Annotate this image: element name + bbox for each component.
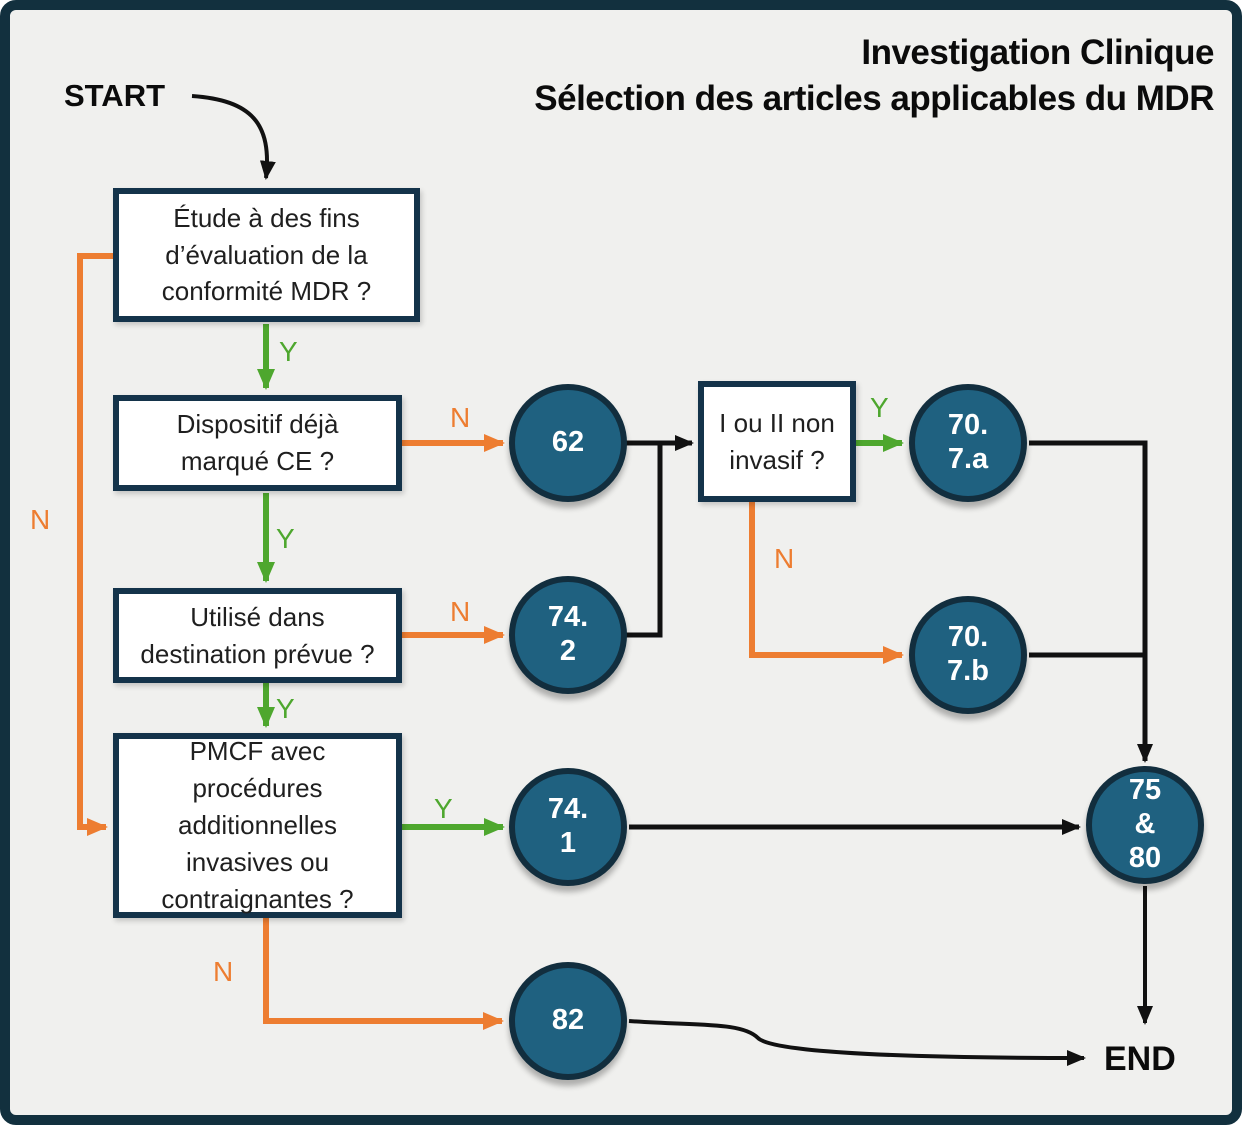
article-node-label: 2 — [559, 635, 577, 667]
decision-box-destination-prevue: Utilisé dans destination prévue ? — [113, 588, 402, 683]
edge-label-no-q5: N — [774, 543, 795, 574]
article-node-74-1: 74. 1 — [509, 768, 627, 886]
edge-label-yes-q5: Y — [870, 392, 889, 423]
decision-box-marque-ce: Dispositif déjà marqué CE ? — [113, 395, 402, 491]
decision-box-label: Utilisé dans destination prévue ? — [140, 601, 375, 669]
decision-box-label: Dispositif déjà marqué CE ? — [176, 409, 339, 476]
article-node-label: 75 — [1128, 774, 1162, 807]
article-node-label: 1 — [559, 827, 577, 859]
article-node-label: 80 — [1128, 841, 1162, 874]
decision-box-label: Étude à des fins d’évaluation de la conf… — [161, 202, 372, 307]
decision-box-label: PMCF avec procédures additionnelles inva… — [161, 736, 354, 914]
edge-742-join — [625, 443, 663, 638]
article-node-label: 74. — [547, 601, 589, 634]
article-node-label: 74. — [547, 793, 589, 826]
edge-label-yes-q4: Y — [434, 793, 453, 824]
article-node-75-80: 75 & 80 — [1086, 766, 1204, 884]
decision-box-etude-conformite: Étude à des fins d’évaluation de la conf… — [113, 188, 420, 322]
edge-label-no-q1: N — [30, 504, 51, 535]
edge-label-yes-q1: Y — [279, 336, 298, 367]
article-node-label: 7.b — [947, 655, 989, 687]
article-node-62: 62 — [509, 384, 627, 502]
article-node-label: 70. — [947, 621, 989, 654]
article-node-70-7b: 70. 7.b — [909, 596, 1027, 714]
article-node-label: 62 — [551, 426, 585, 459]
article-node-74-2: 74. 2 — [509, 576, 627, 694]
start-label: START — [64, 78, 166, 113]
article-node-label: 82 — [551, 1004, 585, 1037]
edge-label-no-q2: N — [450, 402, 471, 433]
decision-box-non-invasif: I ou II non invasif ? — [698, 381, 856, 502]
end-label: END — [1104, 1040, 1176, 1078]
diagram-title: Investigation Clinique Sélection des art… — [534, 30, 1214, 122]
edge-label-yes-q2: Y — [276, 523, 295, 554]
article-node-label: 70. — [947, 409, 989, 442]
diagram-title-line2: Sélection des articles applicables du MD… — [534, 79, 1214, 118]
connector-layer — [77, 94, 1153, 1066]
edge-82-to-end — [628, 1019, 1086, 1066]
edge-q4-to-82 — [263, 911, 504, 1030]
article-node-70-7a: 70. 7.a — [909, 384, 1027, 502]
edge-label-no-q3: N — [450, 596, 471, 627]
diagram-title-line1: Investigation Clinique — [861, 33, 1214, 72]
decision-box-pmcf: PMCF avec procédures additionnelles inva… — [113, 733, 402, 918]
edge-70a-to-7580 — [1029, 440, 1153, 763]
article-node-82: 82 — [509, 962, 627, 1080]
edge-label-no-q4: N — [213, 956, 234, 987]
edge-label-yes-q3: Y — [276, 693, 295, 724]
edge-start-to-q1 — [191, 94, 276, 180]
edge-q1-to-q4-no — [77, 253, 115, 836]
article-node-label: 7.a — [947, 443, 989, 475]
article-node-label: & — [1134, 808, 1156, 841]
edge-q5-to-70b — [749, 494, 904, 664]
decision-box-label: I ou II non invasif ? — [719, 407, 835, 475]
